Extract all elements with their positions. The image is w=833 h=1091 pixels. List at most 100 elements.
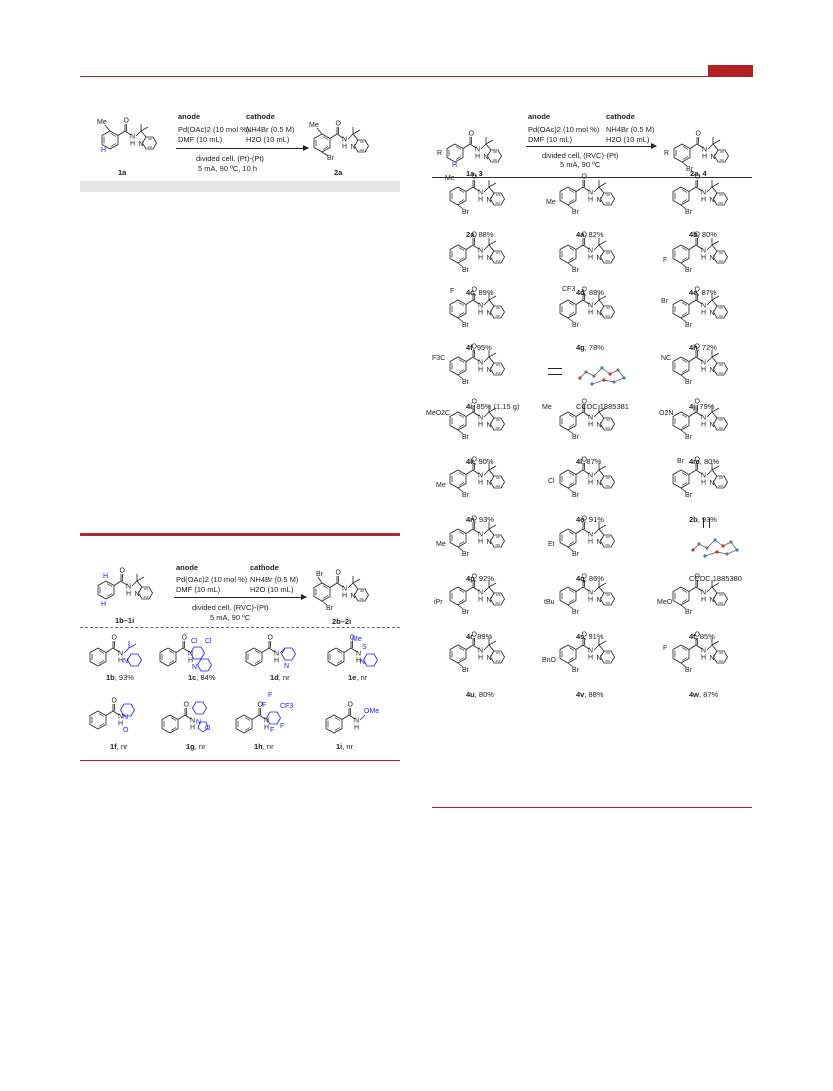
svg-text:Cl: Cl bbox=[205, 638, 212, 645]
svg-text:Cl: Cl bbox=[191, 638, 198, 645]
cond-cell-bottom: divided cell, (RVC)-(Pt) bbox=[192, 603, 269, 612]
svg-text:CF3: CF3 bbox=[280, 703, 293, 710]
svg-text:F: F bbox=[268, 692, 272, 699]
caption-4w: 4w, 87% bbox=[689, 690, 719, 699]
me-label: Me bbox=[436, 482, 446, 489]
svg-text:N: N bbox=[123, 714, 128, 721]
cond-electrolyte-right: NH4Br (0.5 M) bbox=[606, 125, 655, 134]
structure-1c: Cl Cl N bbox=[168, 657, 212, 672]
cond-current: 5 mA, 90 ºC, 10 h bbox=[198, 164, 258, 173]
header-rule bbox=[80, 76, 753, 77]
br-label: Br bbox=[462, 551, 470, 558]
caption-1h: 1h, nr bbox=[254, 742, 274, 751]
atom-sphere bbox=[697, 542, 701, 546]
structure-1f: N O bbox=[98, 720, 135, 734]
table-header-bar bbox=[80, 181, 400, 192]
section-rule bbox=[80, 533, 400, 536]
caption-1i: 1i, nr bbox=[336, 742, 354, 751]
caption-4i: 4i, 85% (1.15 g) bbox=[466, 402, 520, 411]
cond-solvent-cathode-right: H2O (10 mL) bbox=[606, 135, 650, 144]
structure-1e: S Me N bbox=[336, 657, 378, 687]
br-label: Br bbox=[685, 267, 693, 274]
atom-sphere bbox=[729, 540, 733, 544]
pr-label-bottom: 2b–2i bbox=[332, 617, 352, 626]
cond-cell-right: divided cell, (RVC)-(Pt) bbox=[542, 151, 619, 160]
br-label: Br bbox=[685, 322, 693, 329]
svg-text:H: H bbox=[452, 162, 457, 169]
cf3-label: CF3 bbox=[562, 286, 575, 293]
equivalence-sign bbox=[703, 518, 710, 528]
svg-text:Br: Br bbox=[316, 571, 324, 578]
caption-4v: 4v, 88% bbox=[576, 690, 604, 699]
crystal-structure bbox=[578, 366, 626, 386]
svg-text:F: F bbox=[270, 727, 274, 734]
svg-text:Me: Me bbox=[352, 636, 362, 643]
svg-text:S: S bbox=[362, 644, 367, 651]
atom-sphere bbox=[612, 380, 616, 384]
me-label: Me bbox=[445, 175, 455, 182]
svg-text:N: N bbox=[192, 664, 197, 671]
structure-4c: Br bbox=[449, 231, 505, 274]
sm-label-bottom: 1b–1i bbox=[115, 616, 135, 625]
cond-catalyst: Pd(OAc)2 (10 mol %) bbox=[178, 125, 250, 134]
svg-text:F: F bbox=[280, 723, 284, 730]
caption-4f: 4f, 95% bbox=[466, 343, 492, 352]
br-label: Br bbox=[572, 609, 580, 616]
svg-text:N: N bbox=[284, 663, 289, 670]
cathode-label-right: cathode bbox=[606, 112, 635, 121]
caption-4g: 4g, 78% bbox=[576, 343, 604, 352]
f3c-label: F3C bbox=[432, 355, 445, 362]
br-label: Br bbox=[685, 379, 693, 386]
br-label: Br bbox=[685, 434, 693, 441]
br-label: Br bbox=[462, 379, 470, 386]
atom-sphere bbox=[705, 546, 709, 550]
structure-1a-3: R H bbox=[437, 130, 502, 169]
caption-4n: 4n, 93% bbox=[466, 515, 494, 524]
atom-sphere bbox=[721, 544, 725, 548]
me-label: Me bbox=[546, 199, 556, 206]
svg-text:N: N bbox=[123, 658, 128, 665]
structure-4f: BrF bbox=[449, 286, 505, 329]
cond-solvent-cathode-bottom: H2O (10 mL) bbox=[250, 585, 294, 594]
reaction-arrow bbox=[176, 145, 309, 151]
meo2c-label: MeO2C bbox=[426, 410, 450, 417]
structure-1a: Me H bbox=[97, 117, 157, 154]
structure-4w: Br F bbox=[663, 631, 728, 674]
crystal-structure bbox=[691, 538, 739, 558]
f-label: F bbox=[663, 645, 667, 652]
atom-sphere bbox=[713, 538, 717, 542]
atom-sphere bbox=[602, 378, 606, 382]
caption-1c: 1c, 84% bbox=[188, 673, 216, 682]
caption-1b: 1b, 93% bbox=[106, 673, 134, 682]
br-label: Br bbox=[572, 322, 580, 329]
cond-solvent-bottom: DMF (10 mL) bbox=[176, 585, 221, 594]
br-label: Br bbox=[685, 209, 693, 216]
structure-4u: Br bbox=[449, 631, 505, 674]
caption-4b: 4b, 80% bbox=[689, 230, 717, 239]
cond-electrolyte: NH4Br (0.5 M) bbox=[246, 125, 295, 134]
right-table-rule bbox=[432, 177, 752, 178]
h-label: H bbox=[101, 147, 106, 154]
ipr-label: iPr bbox=[434, 599, 443, 606]
atom-sphere bbox=[616, 368, 620, 372]
pr-label: 2a bbox=[334, 168, 343, 177]
cl-label: Cl bbox=[548, 478, 555, 485]
atom-sphere bbox=[608, 372, 612, 376]
svg-text:R: R bbox=[437, 150, 442, 157]
cathode-label-bottom: cathode bbox=[250, 563, 279, 572]
me_s-label: Me bbox=[542, 404, 552, 411]
svg-text:F: F bbox=[262, 702, 266, 709]
br-label: Br bbox=[685, 667, 693, 674]
cond-catalyst-bottom: Pd(OAc)2 (10 mol %) bbox=[176, 575, 248, 584]
atom-sphere bbox=[592, 374, 596, 378]
sm-label: 1a bbox=[118, 168, 127, 177]
caption-4a: 4a, 82% bbox=[576, 230, 604, 239]
structure-4b: Br bbox=[672, 173, 728, 216]
